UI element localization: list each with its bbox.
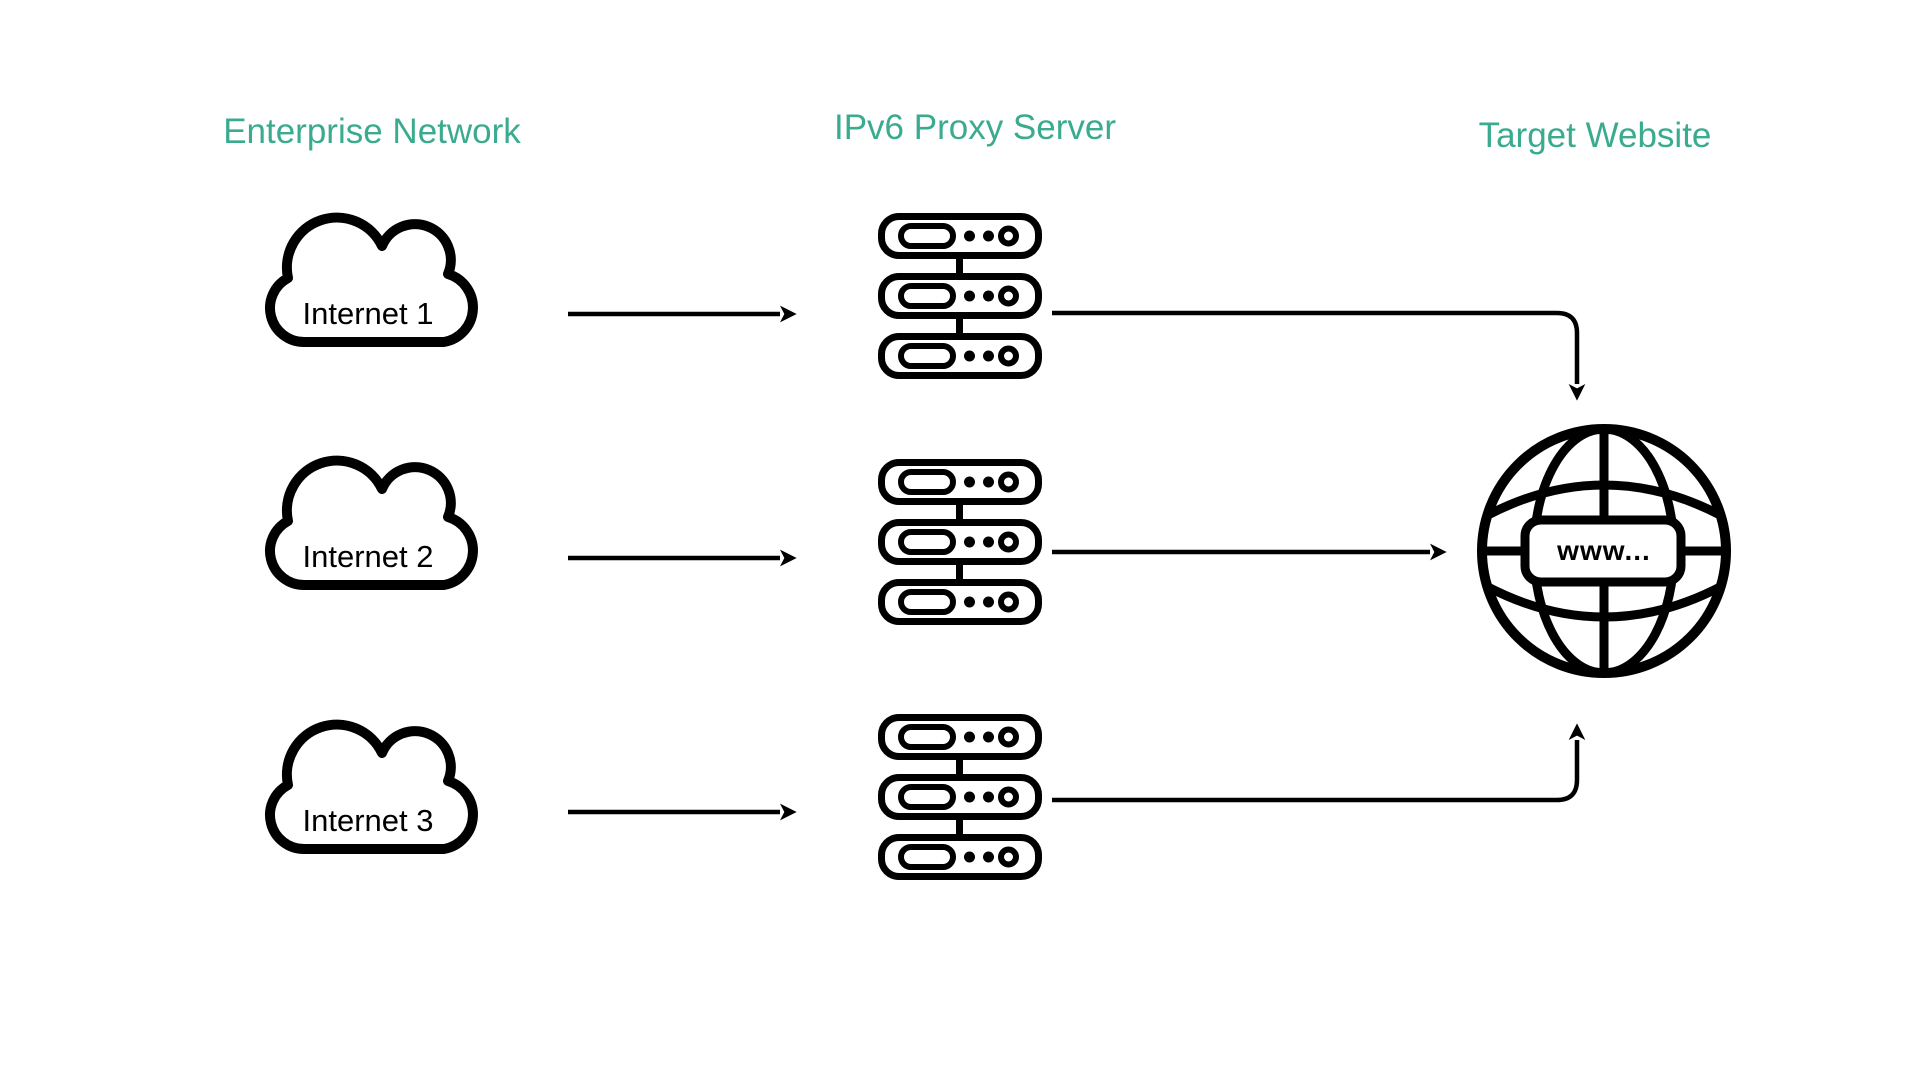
server-led-icon xyxy=(983,596,994,608)
server-unit xyxy=(878,714,1042,760)
server-power-icon xyxy=(998,225,1019,247)
server-led-icon xyxy=(964,596,975,608)
server-unit xyxy=(878,834,1042,880)
server-drive-slot xyxy=(898,283,956,309)
server-drive-slot xyxy=(898,844,956,870)
server-led-icon xyxy=(964,290,975,302)
server-led-icon xyxy=(964,731,975,743)
server-power-icon xyxy=(998,471,1019,493)
server-power-icon xyxy=(998,726,1019,748)
server-unit xyxy=(878,774,1042,820)
server-led-icon xyxy=(964,536,975,548)
server-led-icon xyxy=(983,230,994,242)
server-drive-slot xyxy=(898,343,956,369)
server-led-icon xyxy=(983,476,994,488)
server-drive-slot xyxy=(898,724,956,750)
cloud-label: Internet 1 xyxy=(302,296,434,331)
server-power-icon xyxy=(998,531,1019,553)
cloud-node-internet-2: Internet 2 xyxy=(256,454,480,600)
server-unit xyxy=(878,273,1042,319)
proxy-server-stack-1 xyxy=(878,213,1042,379)
header-target-website: Target Website xyxy=(1478,116,1712,155)
header-enterprise-network: Enterprise Network xyxy=(223,112,521,151)
server-power-icon xyxy=(998,786,1019,808)
server-unit xyxy=(878,519,1042,565)
server-drive-slot xyxy=(898,469,956,495)
proxy-server-stack-2 xyxy=(878,459,1042,625)
server-power-icon xyxy=(998,285,1019,307)
server-led-icon xyxy=(983,731,994,743)
cloud-label: Internet 3 xyxy=(302,803,434,838)
target-website-node: www... xyxy=(1472,419,1736,683)
server-led-icon xyxy=(964,476,975,488)
cloud-label: Internet 2 xyxy=(302,539,434,574)
cloud-icon xyxy=(265,455,478,590)
server-led-icon xyxy=(983,791,994,803)
server-led-icon xyxy=(964,791,975,803)
cloud-node-internet-3: Internet 3 xyxy=(256,718,480,864)
globe-icon xyxy=(1477,424,1731,678)
server-unit xyxy=(878,579,1042,625)
server-led-icon xyxy=(983,536,994,548)
cloud-icon xyxy=(265,719,478,854)
server-drive-slot xyxy=(898,529,956,555)
server-led-icon xyxy=(964,350,975,362)
proxy-server-stack-3 xyxy=(878,714,1042,880)
arrow-proxy1-to-target xyxy=(1052,310,1586,401)
www-label: www... xyxy=(1557,535,1651,566)
server-led-icon xyxy=(983,350,994,362)
server-drive-slot xyxy=(898,784,956,810)
server-drive-slot xyxy=(898,223,956,249)
server-led-icon xyxy=(964,230,975,242)
server-power-icon xyxy=(998,846,1019,868)
server-led-icon xyxy=(983,290,994,302)
server-unit xyxy=(878,213,1042,259)
server-drive-slot xyxy=(898,589,956,615)
server-led-icon xyxy=(983,851,994,863)
cloud-node-internet-1: Internet 1 xyxy=(256,211,480,357)
cloud-icon xyxy=(265,212,478,347)
server-power-icon xyxy=(998,345,1019,367)
server-led-icon xyxy=(964,851,975,863)
server-power-icon xyxy=(998,591,1019,613)
arrow-proxy3-to-target xyxy=(1052,723,1586,803)
server-unit xyxy=(878,459,1042,505)
header-ipv6-proxy-server: IPv6 Proxy Server xyxy=(833,108,1117,147)
server-unit xyxy=(878,333,1042,379)
